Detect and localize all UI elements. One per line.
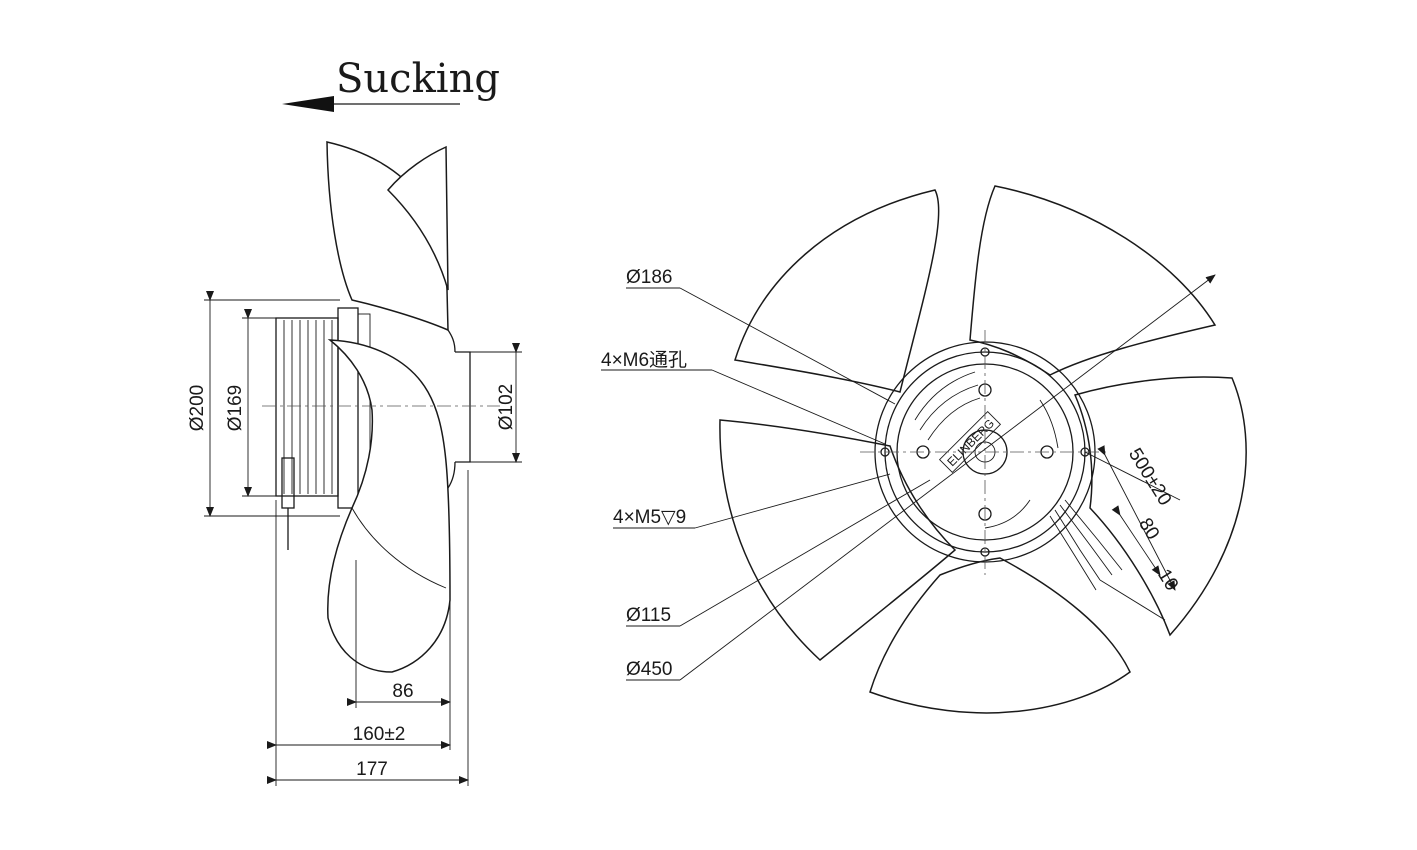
dim-depth-total: 160±2 — [353, 724, 406, 745]
airflow-indicator: Sucking — [282, 56, 500, 112]
front-view: ELINBERG Ø186 4×M6通孔 4×M5▽9 Ø115 Ø450 — [601, 185, 1247, 714]
dim-depth-overall: 177 — [356, 759, 388, 780]
label-threaded-holes: 4×M5▽9 — [613, 507, 686, 528]
airflow-title: Sucking — [336, 56, 500, 102]
side-view: Ø200 Ø169 Ø102 86 160±2 177 — [187, 141, 522, 786]
label-through-holes: 4×M6通孔 — [601, 349, 687, 371]
blade-1 — [734, 189, 940, 393]
brand-plate: ELINBERG — [938, 410, 1002, 474]
dim-hub: Ø102 — [496, 384, 517, 430]
blade-4 — [869, 557, 1131, 714]
blade-5 — [719, 419, 957, 661]
label-mount-circle: Ø186 — [626, 267, 672, 288]
dim-height-inner: Ø169 — [225, 385, 246, 431]
blade-2 — [969, 185, 1217, 376]
label-hub-diameter: Ø115 — [626, 605, 671, 626]
dim-depth-blade: 86 — [392, 681, 413, 702]
airflow-arrow-icon — [282, 96, 334, 112]
label-fan-diameter: Ø450 — [626, 659, 672, 680]
dim-height-outer: Ø200 — [187, 385, 208, 431]
